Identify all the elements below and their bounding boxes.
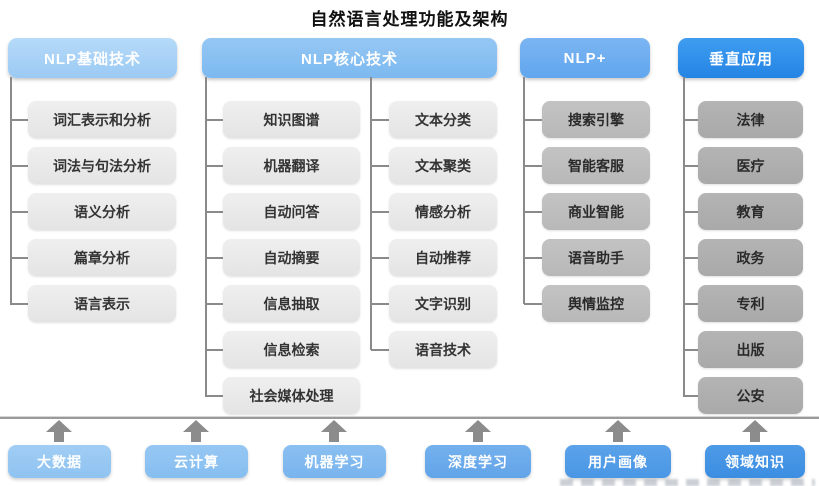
tree-node: 知识图谱 xyxy=(223,101,360,138)
tree-node: 商业智能 xyxy=(542,193,650,230)
up-arrow-icon xyxy=(465,420,491,442)
foundation-box-domain-knowledge: 领域知识 xyxy=(705,445,805,478)
foundation-box-machine-learning: 机器学习 xyxy=(283,445,386,478)
up-arrow-icon xyxy=(742,420,768,442)
connector-line-nlp-plus xyxy=(523,77,525,304)
up-arrow-icon xyxy=(605,420,631,442)
tree-node: 语言表示 xyxy=(28,285,176,322)
tree-node: 自动问答 xyxy=(223,193,360,230)
connector-line-vertical-apps xyxy=(683,77,685,396)
tree-node: 信息抽取 xyxy=(223,285,360,322)
tree-node: 教育 xyxy=(698,193,803,230)
foundation-box-deep-learning: 深度学习 xyxy=(425,445,531,478)
header-nlp-core-tech: NLP核心技术 xyxy=(202,38,497,78)
up-arrow-icon xyxy=(183,420,209,442)
tree-node: 词法与句法分析 xyxy=(28,147,176,184)
tree-node: 出版 xyxy=(698,331,803,368)
foundation-box-user-profile: 用户画像 xyxy=(565,445,671,478)
column-vertical-applications: 法律 医疗 教育 政务 专利 出版 公安 xyxy=(698,101,803,414)
tree-node: 社会媒体处理 xyxy=(223,377,360,414)
tree-node: 篇章分析 xyxy=(28,239,176,276)
tree-node: 机器翻译 xyxy=(223,147,360,184)
watermark xyxy=(560,479,815,486)
up-arrow-icon xyxy=(321,420,347,442)
connector-line-basic xyxy=(10,77,12,304)
column-nlp-core-left: 知识图谱 机器翻译 自动问答 自动摘要 信息抽取 信息检索 社会媒体处理 xyxy=(223,101,360,414)
tree-node: 语义分析 xyxy=(28,193,176,230)
header-vertical-applications: 垂直应用 xyxy=(678,38,804,78)
connector-line-core-left xyxy=(205,77,207,396)
up-arrow-icon xyxy=(46,420,72,442)
tree-node: 舆情监控 xyxy=(542,285,650,322)
tree-node: 自动推荐 xyxy=(389,239,497,276)
tree-node: 语音技术 xyxy=(389,331,497,368)
tree-node: 自动摘要 xyxy=(223,239,360,276)
tree-node: 搜索引擎 xyxy=(542,101,650,138)
tree-node: 专利 xyxy=(698,285,803,322)
separator-line xyxy=(0,416,819,419)
column-nlp-plus: 搜索引擎 智能客服 商业智能 语音助手 舆情监控 xyxy=(542,101,650,322)
header-nlp-basic-tech: NLP基础技术 xyxy=(8,38,177,78)
tree-node: 语音助手 xyxy=(542,239,650,276)
tree-node: 词汇表示和分析 xyxy=(28,101,176,138)
tree-node: 智能客服 xyxy=(542,147,650,184)
tree-node: 法律 xyxy=(698,101,803,138)
tree-node: 公安 xyxy=(698,377,803,414)
tree-node: 文本分类 xyxy=(389,101,497,138)
column-nlp-core-right: 文本分类 文本聚类 情感分析 自动推荐 文字识别 语音技术 xyxy=(389,101,497,368)
header-nlp-plus: NLP+ xyxy=(520,38,650,78)
diagram-title: 自然语言处理功能及架构 xyxy=(310,10,509,29)
foundation-box-big-data: 大数据 xyxy=(8,445,111,478)
tree-node: 情感分析 xyxy=(389,193,497,230)
tree-node: 医疗 xyxy=(698,147,803,184)
foundation-box-cloud-computing: 云计算 xyxy=(145,445,248,478)
tree-node: 政务 xyxy=(698,239,803,276)
tree-node: 信息检索 xyxy=(223,331,360,368)
column-nlp-basic-tech: 词汇表示和分析 词法与句法分析 语义分析 篇章分析 语言表示 xyxy=(28,101,176,322)
connector-line-core-right xyxy=(370,77,372,350)
tree-node: 文本聚类 xyxy=(389,147,497,184)
tree-node: 文字识别 xyxy=(389,285,497,322)
